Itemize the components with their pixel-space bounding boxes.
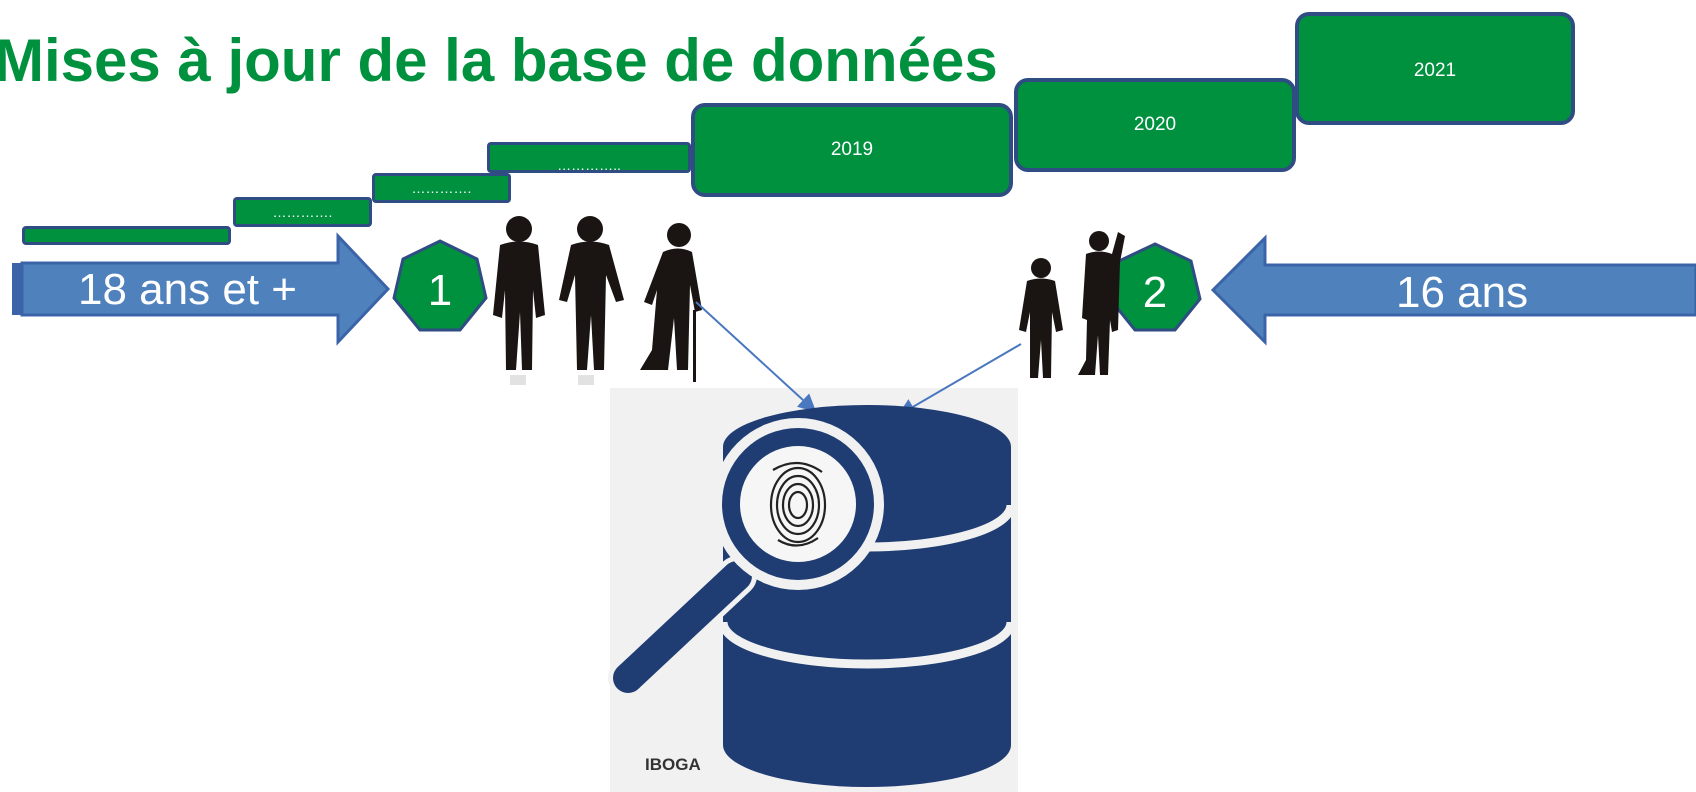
timeline-step-2021-label: 2021 <box>1413 60 1457 81</box>
timeline-step-2020-label: 2020 <box>1133 114 1177 135</box>
timeline-step-4: ………….. <box>487 142 691 173</box>
page-title: Mises à jour de la base de données <box>0 27 998 94</box>
right-arrow-label: 16 ans <box>1396 268 1529 317</box>
magnifier-icon <box>608 418 884 698</box>
badge-1-label: 1 <box>427 266 453 315</box>
timeline-step-3-label: …………. <box>411 180 472 196</box>
timeline-step-2019-label: 2019 <box>830 139 874 160</box>
timeline-step-2: …………. <box>233 197 372 227</box>
timeline-step-4-label: ………….. <box>557 156 621 173</box>
timeline-step-1: ………….. <box>22 226 231 251</box>
children-to-database-arrow <box>897 343 1022 416</box>
timeline-step-2020: 2020 <box>1014 78 1296 172</box>
adults-silhouette <box>493 216 702 382</box>
timeline-step-2021: 2021 <box>1295 12 1575 125</box>
timeline-step-2019: 2019 <box>691 103 1013 197</box>
database-label: IBOGA <box>645 755 701 774</box>
adults-to-database-arrow <box>695 301 817 413</box>
adults-reflection <box>510 375 594 385</box>
left-arrow-label: 18 ans et + <box>78 265 297 314</box>
right-arrow <box>1210 234 1696 346</box>
children-silhouette <box>1019 231 1125 378</box>
timeline-step-1-label: ………….. <box>94 235 159 251</box>
badge-1-heptagon <box>392 239 488 332</box>
fingerprint-icon <box>769 461 827 547</box>
left-arrow <box>12 232 391 346</box>
timeline-step-3: …………. <box>372 173 511 203</box>
timeline-step-2-label: …………. <box>272 204 333 220</box>
badge-2-label: 2 <box>1142 268 1168 317</box>
